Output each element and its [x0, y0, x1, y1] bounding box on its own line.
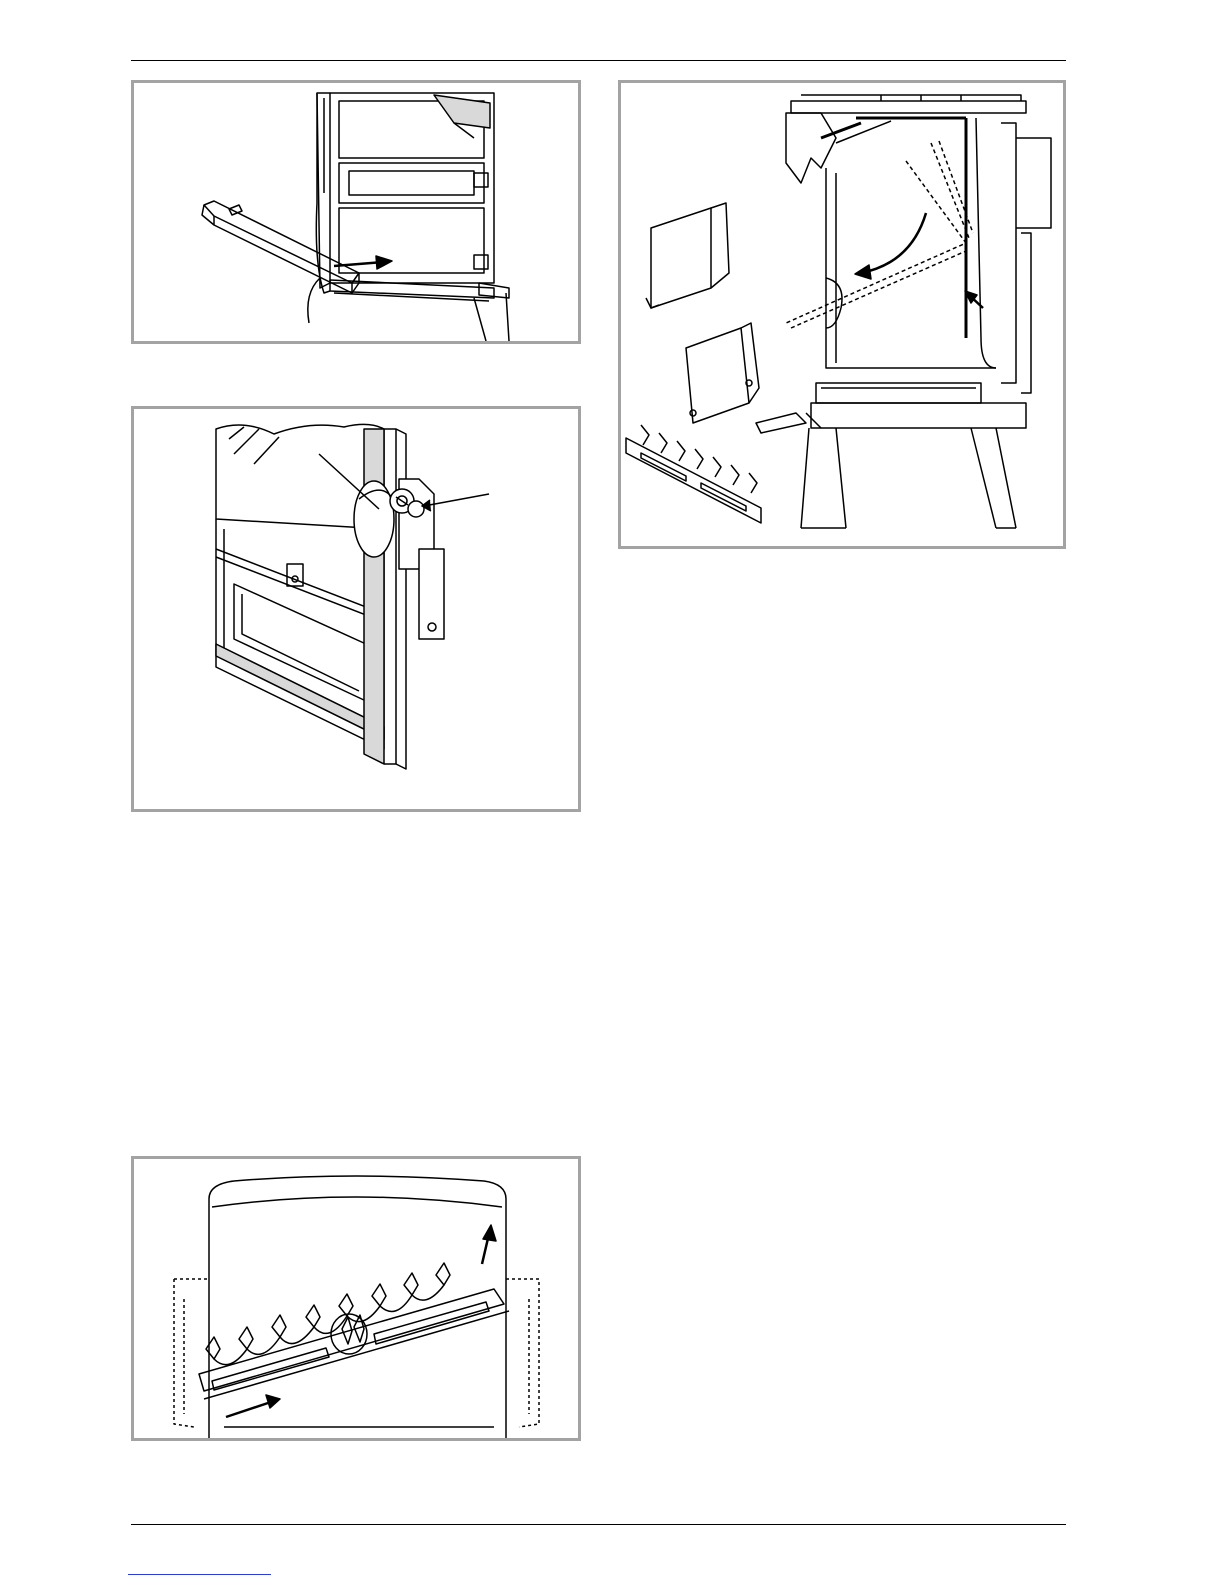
footer-rule [131, 1524, 1066, 1525]
figure-fret-tilt [131, 1156, 581, 1441]
figure-stove-section [618, 80, 1066, 549]
door-glass-hinge-illustration [134, 409, 578, 809]
stove-cross-section-illustration [621, 83, 1063, 546]
header-rule [131, 60, 1066, 61]
figure-glass-hinge [131, 406, 581, 812]
door-trim-removal-illustration [134, 83, 578, 341]
figure-door-trim [131, 80, 581, 344]
fret-tilt-removal-illustration [134, 1159, 578, 1438]
footer-link-underline[interactable] [128, 1574, 271, 1575]
